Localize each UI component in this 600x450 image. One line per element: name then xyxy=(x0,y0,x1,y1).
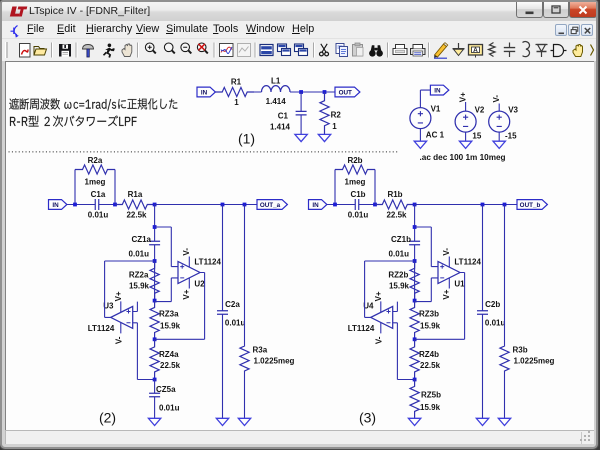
svg-text:0.01u: 0.01u xyxy=(129,250,150,259)
svg-text:V-: V- xyxy=(442,248,451,256)
svg-text:C1b: C1b xyxy=(350,190,365,199)
svg-text:R3a: R3a xyxy=(253,345,268,354)
svg-text:RZ2a: RZ2a xyxy=(129,270,149,279)
svg-text:R2b: R2b xyxy=(347,156,362,165)
svg-text:C2a: C2a xyxy=(225,300,240,309)
svg-text:V+: V+ xyxy=(458,92,467,102)
svg-text:V+: V+ xyxy=(374,291,383,301)
svg-text:V1: V1 xyxy=(431,105,441,114)
svg-text:V2: V2 xyxy=(475,106,485,115)
svg-text:0.01u: 0.01u xyxy=(485,318,506,327)
svg-text:OUT_b: OUT_b xyxy=(520,202,541,209)
svg-text:RZ3b: RZ3b xyxy=(419,310,439,319)
svg-text:U3: U3 xyxy=(103,302,114,311)
svg-text:15.9k: 15.9k xyxy=(160,321,181,330)
svg-text:L1: L1 xyxy=(271,76,281,85)
svg-text:RZ2b: RZ2b xyxy=(388,270,408,279)
svg-text:(2): (2) xyxy=(99,410,116,426)
svg-text:AC 1: AC 1 xyxy=(426,131,445,140)
svg-text:0.01u: 0.01u xyxy=(348,211,369,220)
svg-text:U4: U4 xyxy=(363,302,374,311)
svg-text:U2: U2 xyxy=(194,280,205,289)
svg-text:C2b: C2b xyxy=(485,300,500,309)
svg-text:V+: V+ xyxy=(442,289,451,299)
svg-text:C1a: C1a xyxy=(91,190,106,199)
svg-text:15.9k: 15.9k xyxy=(420,321,441,330)
svg-text:RZ5b: RZ5b xyxy=(421,390,441,399)
svg-text:1: 1 xyxy=(332,122,337,131)
svg-text:A: A xyxy=(473,47,478,54)
svg-text:V-: V- xyxy=(374,336,383,344)
svg-text:22.5k: 22.5k xyxy=(160,361,181,370)
svg-text:V-: V- xyxy=(492,95,501,103)
svg-text:R3b: R3b xyxy=(513,345,528,354)
svg-text:LT1124: LT1124 xyxy=(194,258,221,267)
svg-text:OUT_a: OUT_a xyxy=(260,202,281,209)
svg-text:V3: V3 xyxy=(508,106,518,115)
svg-text:RZ4b: RZ4b xyxy=(419,350,439,359)
svg-text:LT1124: LT1124 xyxy=(88,324,115,333)
svg-text:U1: U1 xyxy=(454,280,465,289)
svg-text:0.01u: 0.01u xyxy=(159,404,180,413)
svg-text:RZ3a: RZ3a xyxy=(159,310,179,319)
svg-text:R1: R1 xyxy=(231,77,242,86)
svg-text:LT1124: LT1124 xyxy=(348,324,375,333)
svg-text:22.5k: 22.5k xyxy=(126,211,147,220)
svg-text:R2a: R2a xyxy=(88,156,103,165)
svg-text:R1b: R1b xyxy=(387,190,402,199)
svg-text:15: 15 xyxy=(472,132,481,141)
svg-text:V+: V+ xyxy=(114,291,123,301)
svg-text:0.01u: 0.01u xyxy=(88,211,109,220)
svg-text:0.01u: 0.01u xyxy=(225,318,246,327)
svg-text:OUT: OUT xyxy=(339,89,352,96)
svg-text:CZ5a: CZ5a xyxy=(156,385,176,394)
svg-text:0.01u: 0.01u xyxy=(389,250,410,259)
svg-text:R1a: R1a xyxy=(128,190,143,199)
svg-text:IN: IN xyxy=(312,202,319,209)
svg-text:-15: -15 xyxy=(505,132,517,141)
svg-text:R2: R2 xyxy=(331,110,342,119)
svg-text:(1): (1) xyxy=(238,131,255,147)
svg-text:22.5k: 22.5k xyxy=(386,211,407,220)
svg-text:RZ4a: RZ4a xyxy=(159,350,179,359)
svg-text:CZ1a: CZ1a xyxy=(131,235,151,244)
svg-text:1meg: 1meg xyxy=(345,178,366,187)
svg-text:15.9k: 15.9k xyxy=(389,281,410,290)
svg-text:15.9k: 15.9k xyxy=(129,281,150,290)
svg-text:IN: IN xyxy=(201,89,208,96)
svg-text:.ac dec 100 1m 10meg: .ac dec 100 1m 10meg xyxy=(420,153,506,162)
svg-text:1: 1 xyxy=(234,98,239,107)
svg-text:LT1124: LT1124 xyxy=(454,258,481,267)
svg-text:15.9k: 15.9k xyxy=(420,403,441,412)
svg-text:(3): (3) xyxy=(359,410,376,426)
svg-text:1.414: 1.414 xyxy=(270,122,291,131)
svg-text:V-: V- xyxy=(182,248,191,256)
svg-text:1.0225meg: 1.0225meg xyxy=(254,357,295,366)
svg-text:CZ1b: CZ1b xyxy=(391,235,411,244)
svg-text:C1: C1 xyxy=(278,112,289,121)
svg-text:V-: V- xyxy=(114,336,123,344)
svg-text:22.5k: 22.5k xyxy=(420,361,441,370)
svg-text:1.414: 1.414 xyxy=(266,97,287,106)
svg-text:V+: V+ xyxy=(182,289,191,299)
svg-text:IN: IN xyxy=(52,202,59,209)
svg-text:1meg: 1meg xyxy=(85,178,106,187)
svg-text:1.0225meg: 1.0225meg xyxy=(514,357,555,366)
svg-text:IN: IN xyxy=(434,88,441,95)
